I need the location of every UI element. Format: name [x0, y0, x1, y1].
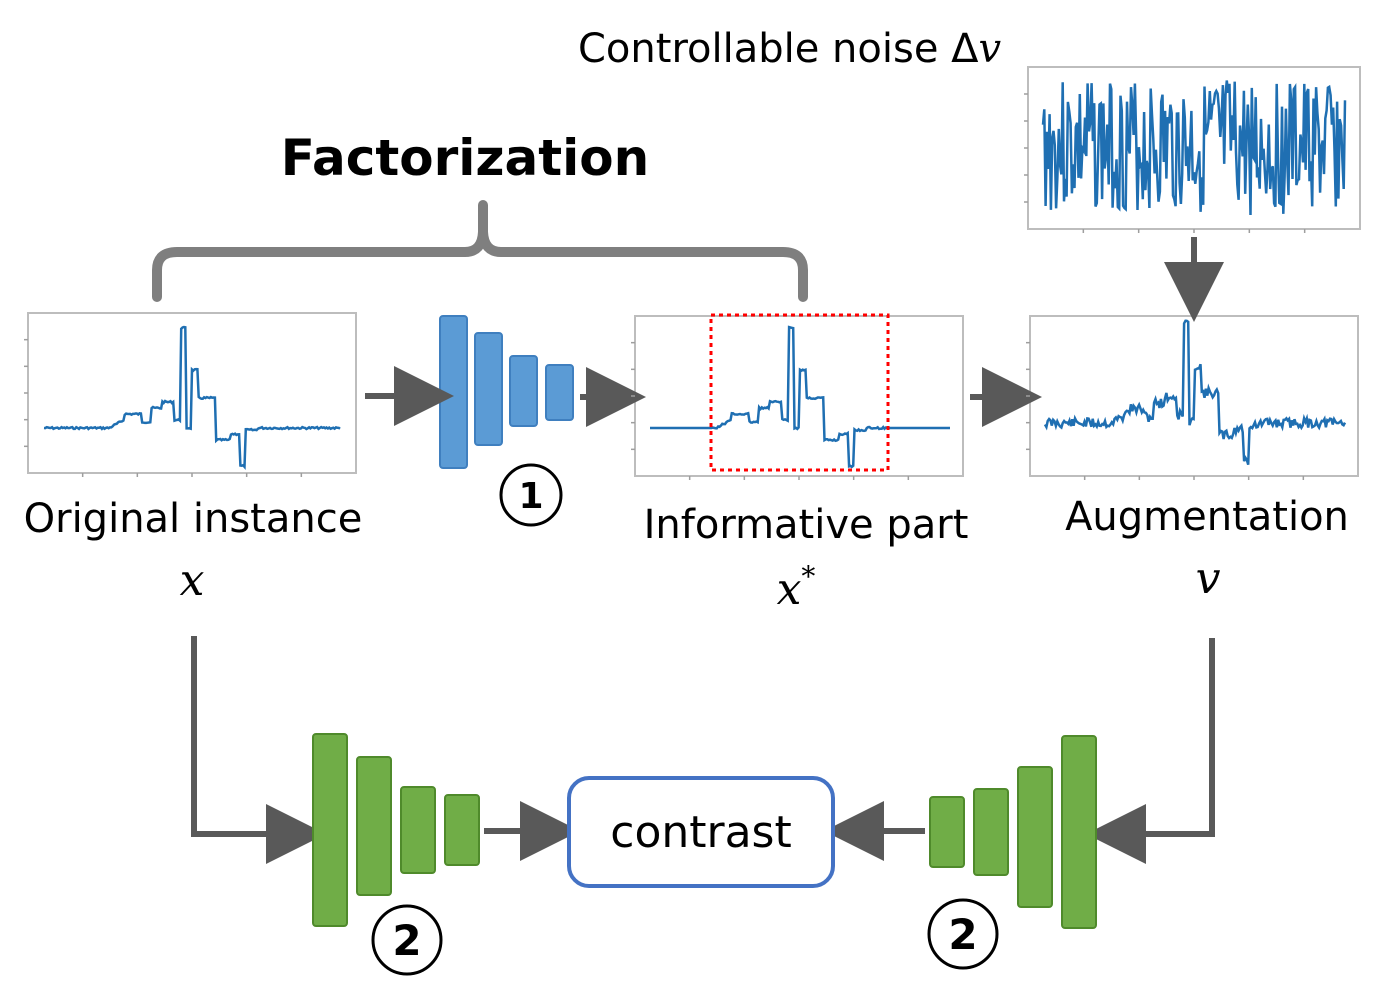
top-arrows	[365, 237, 1224, 427]
informative-highlight-box	[709, 313, 890, 472]
encoder2-right-block-1	[929, 796, 965, 868]
informative-variable-base: x	[777, 564, 802, 615]
noise-variable: v	[979, 26, 1002, 72]
contrast-box: contrast	[567, 776, 835, 888]
factorization-encoder	[439, 315, 574, 469]
augmentation-plot	[1029, 315, 1359, 477]
arrow-x-to-encoder2-left	[191, 636, 326, 864]
original-variable: x	[180, 555, 205, 606]
factorization-title: Factorization	[281, 129, 649, 187]
noise-plot	[1027, 66, 1361, 230]
original-signal	[43, 325, 341, 471]
encoder2-left-block-2	[356, 756, 392, 896]
informative-variable: x*	[777, 560, 816, 615]
noise-label: Controllable noise Δv	[578, 26, 1002, 72]
augmentation-label: Augmentation	[1065, 494, 1349, 540]
encoder2-right-block-2	[973, 788, 1009, 876]
original-instance-label: Original instance	[24, 496, 363, 542]
encoder1-block-1	[439, 315, 468, 469]
informative-variable-star: *	[801, 560, 815, 593]
encoder1-block-4	[545, 364, 574, 421]
encoder2-right-block-3	[1017, 766, 1053, 908]
step-1-number: 1	[518, 476, 543, 517]
augmentation-variable: v	[1196, 553, 1221, 604]
encoder2-left-block-3	[400, 786, 436, 874]
encoder2-left-block-4	[444, 794, 480, 866]
original-plot	[27, 312, 357, 474]
encoder1-block-3	[509, 355, 538, 427]
encoder2-right-block-4	[1061, 735, 1097, 929]
step-2-right-badge: 2	[927, 898, 999, 970]
informative-signal	[650, 325, 950, 469]
encoder2-right	[929, 735, 1097, 929]
informative-part-label: Informative part	[644, 502, 969, 548]
augmentation-signal	[1043, 319, 1347, 466]
noise-signal	[1041, 80, 1347, 216]
plot-ticks	[24, 93, 1306, 480]
step-1-badge: 1	[499, 463, 563, 527]
step-2-left-number: 2	[392, 916, 421, 965]
contrast-label: contrast	[610, 807, 791, 858]
encoder2-left	[312, 733, 480, 927]
step-2-left-badge: 2	[371, 904, 443, 976]
arrow-v-to-encoder2-right	[1086, 638, 1215, 864]
encoder2-left-block-1	[312, 733, 348, 927]
noise-label-text: Controllable noise Δ	[578, 26, 979, 72]
step-2-right-number: 2	[948, 910, 977, 959]
informative-plot	[634, 313, 964, 477]
factorization-brace	[152, 200, 808, 302]
encoder1-block-2	[474, 332, 503, 446]
